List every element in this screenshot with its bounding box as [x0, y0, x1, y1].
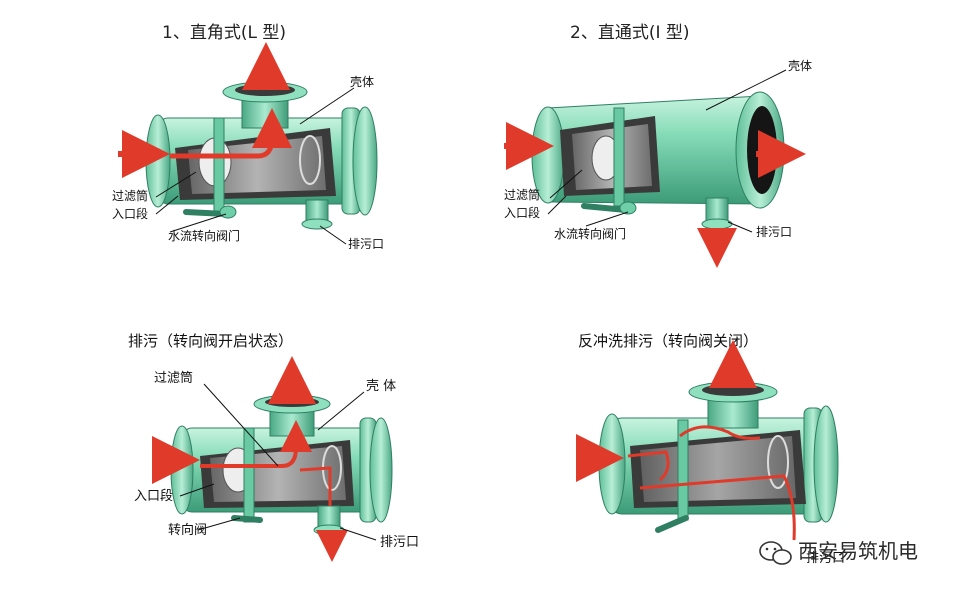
title-l-type: 1、直角式(L 型)	[162, 23, 286, 43]
p1-label-drain: 排污口	[348, 237, 384, 251]
p1-label-valve: 水流转向阀门	[168, 228, 240, 243]
l-type-filter-illustration	[118, 42, 378, 230]
p1-label-shell: 壳体	[350, 75, 374, 89]
i-type-filter-illustration	[504, 91, 806, 268]
p1-label-filter: 过滤筒	[112, 188, 148, 203]
p3-label-filter: 过滤筒	[154, 370, 193, 386]
p3-label-valve: 转向阀	[168, 522, 207, 538]
p2-label-inlet: 入口段	[504, 205, 540, 220]
title-backwash: 反冲洗排污（转向阀关闭）	[578, 332, 758, 350]
p1-label-inlet: 入口段	[112, 206, 148, 221]
title-i-type: 2、直通式(I 型)	[570, 23, 690, 43]
discharge-state-illustration	[152, 356, 393, 562]
p3-label-inlet: 入口段	[134, 489, 173, 504]
watermark-brand: 西安易筑机电	[798, 539, 918, 563]
p2-label-valve: 水流转向阀门	[554, 226, 626, 241]
p2-label-shell: 壳体	[788, 59, 812, 73]
title-discharge: 排污（转向阀开启状态）	[128, 332, 293, 350]
backwash-state-illustration	[576, 340, 839, 541]
p3-label-drain: 排污口	[380, 535, 419, 550]
wechat-icon	[759, 541, 792, 565]
p2-label-filter: 过滤筒	[504, 187, 540, 202]
p3-label-shell: 壳 体	[366, 379, 396, 394]
p2-label-drain: 排污口	[756, 225, 792, 239]
p4-label-drain: 排污口	[806, 551, 845, 566]
